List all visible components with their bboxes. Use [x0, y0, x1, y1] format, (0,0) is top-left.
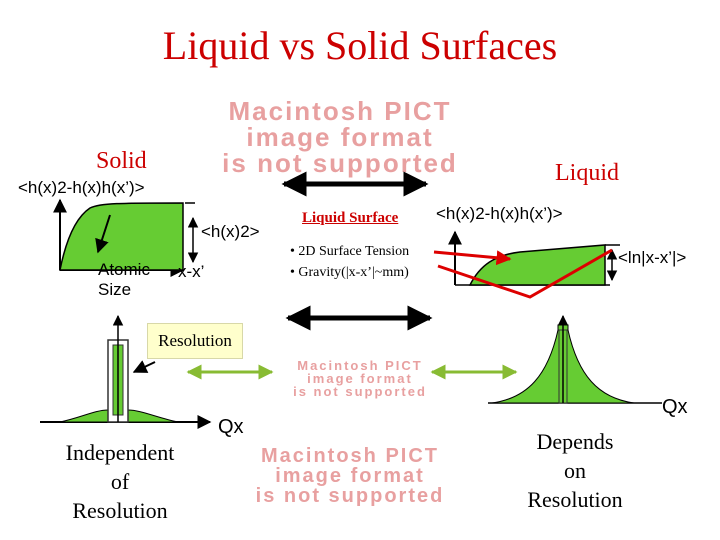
liquid-y-axis-label: <h(x)2-h(x)h(x’)> — [436, 204, 563, 223]
liquid-log-label: <ln|x-x’|> — [618, 248, 687, 267]
atomic-size-label: Atomic Size — [98, 260, 150, 299]
solid-curve-fill — [59, 202, 184, 271]
pict-line: Macintosh PICT — [297, 358, 423, 373]
pict-line: image format — [307, 371, 413, 386]
pict-line: image format — [275, 465, 425, 487]
solid-x-axis-label: x-x’ — [178, 262, 205, 281]
pict-line: is not supported — [293, 384, 427, 399]
red-arrow-top — [433, 250, 512, 266]
text-line: Resolution — [72, 498, 168, 523]
text-line: on — [564, 458, 586, 483]
atomic-size-arrow — [95, 214, 111, 254]
pict-placeholder-middle: Macintosh PICT image format is not suppo… — [290, 359, 430, 398]
solid-y-axis-label: <h(x)2-h(x)h(x’)> — [18, 178, 145, 197]
text-line: of — [110, 469, 130, 494]
independent-of-resolution-text: Independent of Resolution — [40, 438, 200, 525]
pict-line: is not supported — [255, 485, 445, 507]
bullet-surface-tension: • 2D Surface Tension — [290, 244, 410, 259]
pict-placeholder-top: Macintosh PICT image format is not suppo… — [150, 98, 530, 176]
solid-label: Solid — [96, 148, 147, 174]
text-line: Depends — [536, 429, 614, 454]
text-line: Resolution — [527, 487, 623, 512]
pict-line: Macintosh PICT — [228, 96, 452, 126]
pict-placeholder-bottom: Macintosh PICT image format is not suppo… — [200, 446, 500, 506]
slide-title: Liquid vs Solid Surfaces — [162, 23, 558, 68]
red-v-line — [437, 248, 613, 299]
bullet-gravity: • Gravity(|x-x’|~mm) — [290, 265, 409, 280]
solid-correlation-plot — [53, 198, 199, 277]
qx-right-label: Qx — [662, 396, 688, 418]
pict-line: Macintosh PICT — [260, 445, 439, 467]
solid-plateau-label: <h(x)2> — [201, 222, 260, 241]
pict-line: image format — [246, 122, 434, 152]
independent-resolution-plot — [40, 314, 212, 429]
liquid-label: Liquid — [555, 160, 619, 186]
qx-left-label: Qx — [218, 416, 244, 438]
depends-on-resolution-text: Depends on Resolution — [500, 427, 650, 514]
depends-resolution-plot — [488, 314, 662, 404]
resolution-label: Resolution — [147, 323, 243, 359]
liquid-surface-label: Liquid Surface — [302, 210, 399, 226]
text-line: Independent — [65, 440, 175, 465]
